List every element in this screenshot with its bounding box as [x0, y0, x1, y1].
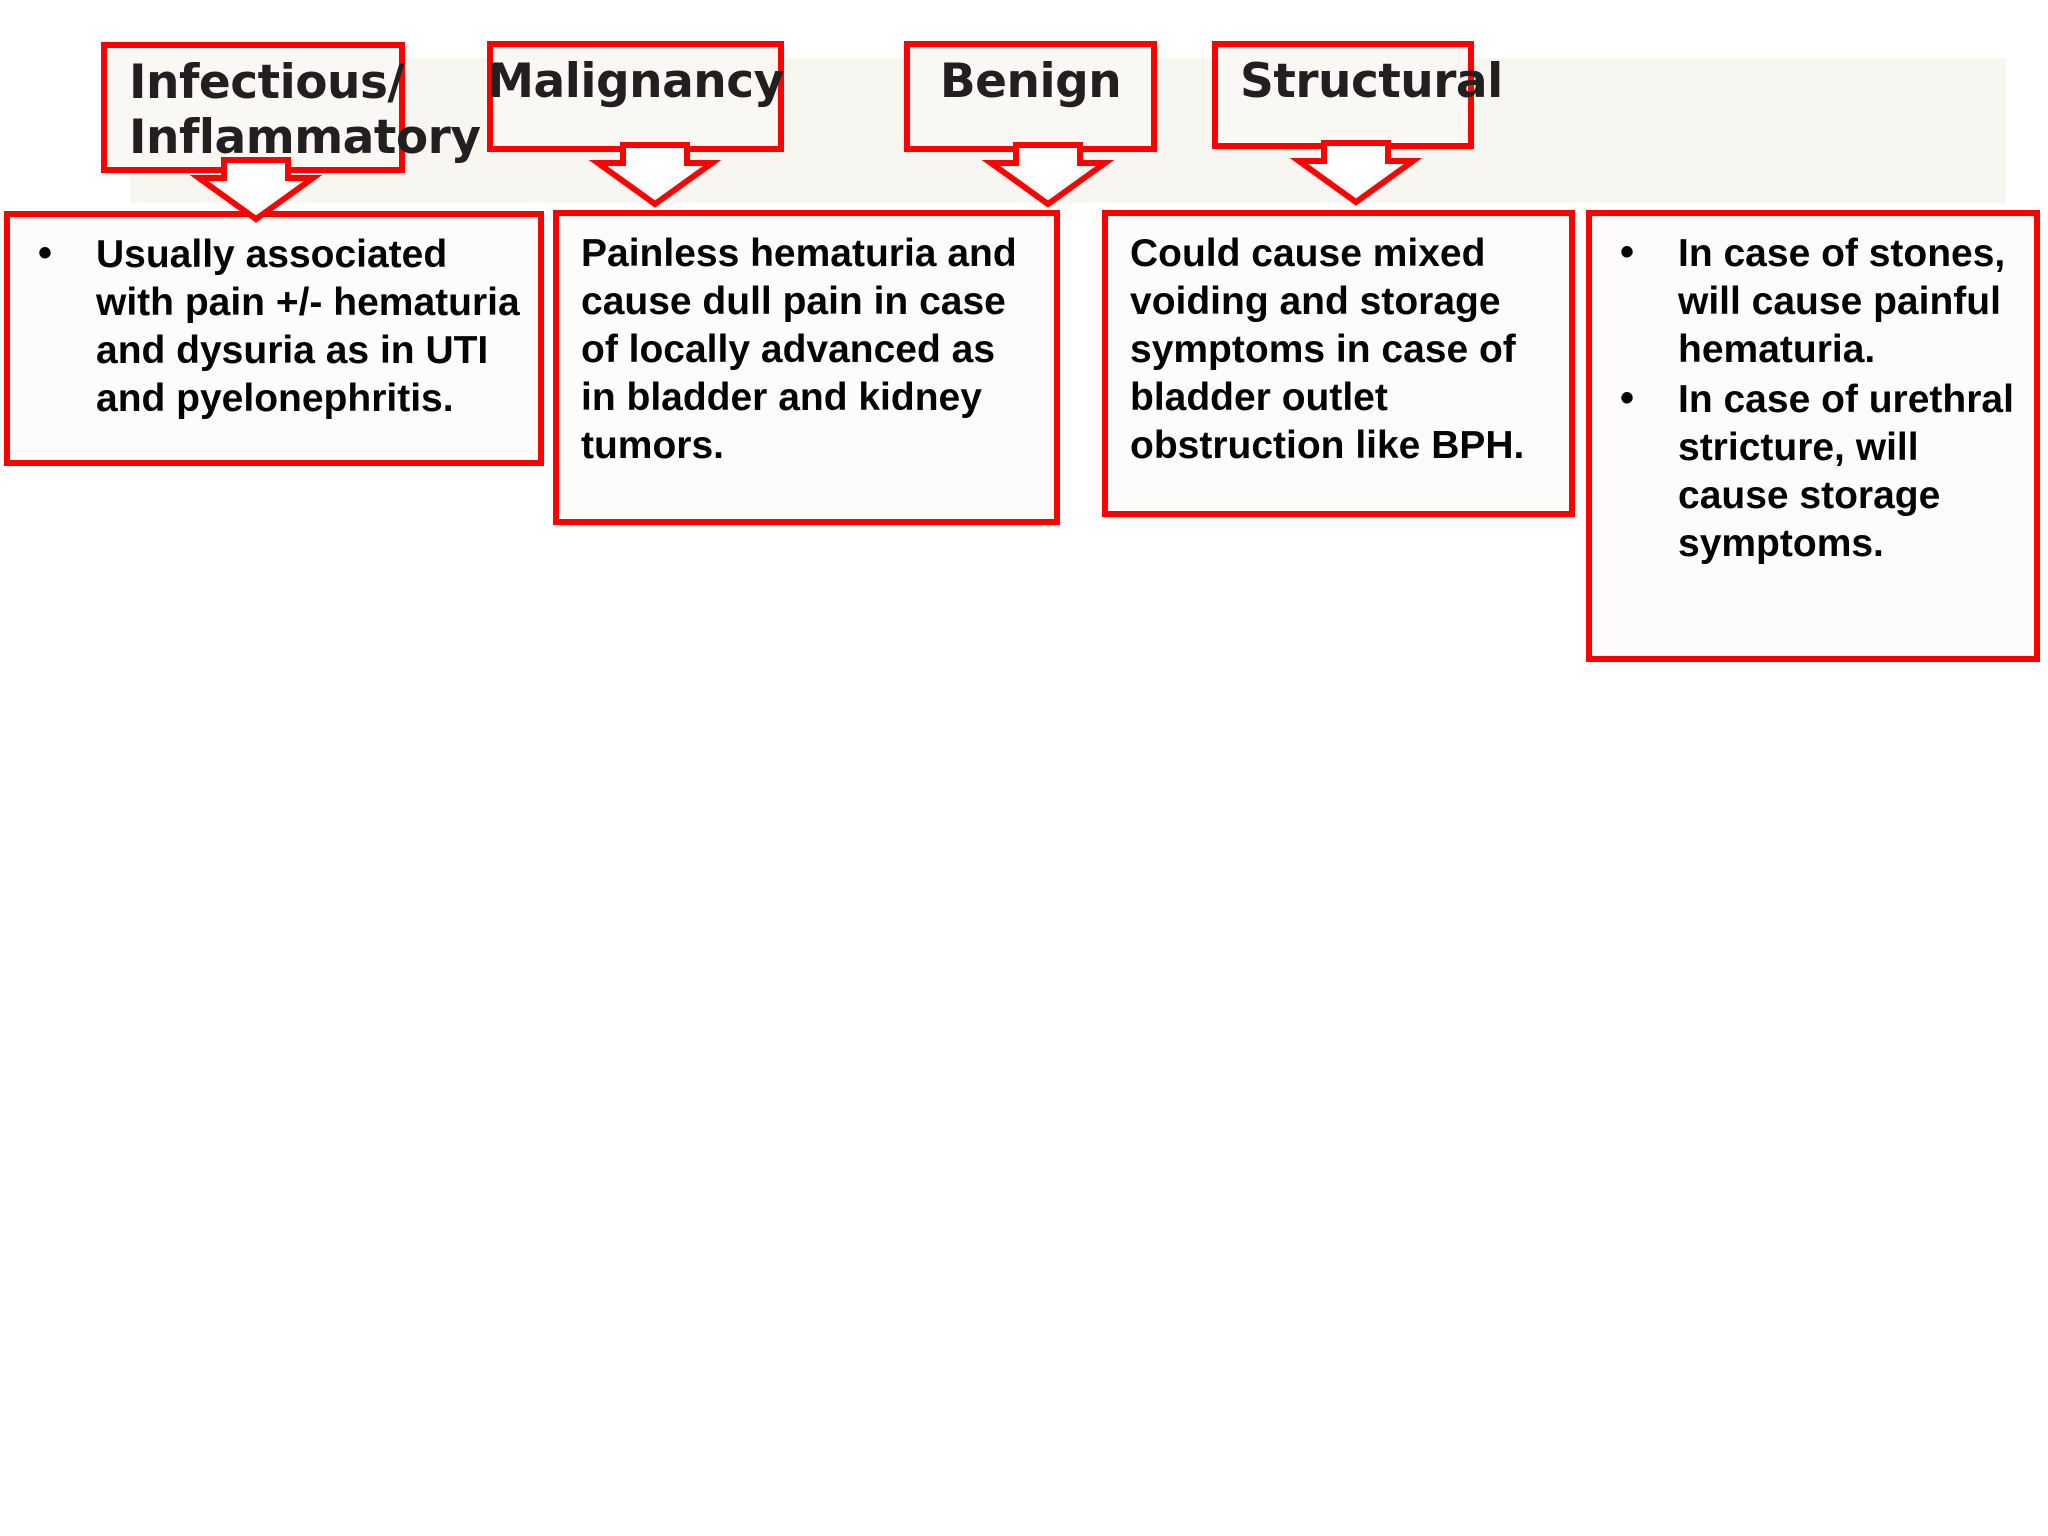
- down-arrow-icon-infectious: [189, 157, 323, 223]
- detail-text-benign: Could cause mixed voiding and storage sy…: [1130, 232, 1525, 467]
- detail-box-infectious[interactable]: Usually associated with pain +/- hematur…: [4, 211, 544, 466]
- detail-text-malignancy: Painless hematuria and cause dull pain i…: [581, 232, 1017, 467]
- category-label-benign: Benign: [939, 54, 1122, 109]
- detail-box-benign[interactable]: Could cause mixed voiding and storage sy…: [1102, 210, 1575, 517]
- list-item: In case of stones, will cause painful he…: [1602, 228, 2024, 374]
- category-label-structural: Structural: [1240, 54, 1503, 109]
- down-arrow-icon-structural: [1289, 140, 1423, 206]
- list-item: Usually associated with pain +/- hematur…: [20, 229, 528, 423]
- category-box-structural[interactable]: Structural: [1212, 41, 1503, 149]
- down-arrow-icon-malignancy: [588, 142, 722, 208]
- down-arrow-icon-benign: [981, 142, 1115, 208]
- category-box-malignancy[interactable]: Malignancy: [487, 41, 784, 152]
- category-label-infectious: Infectious/ Inflammatory: [129, 55, 481, 165]
- detail-box-structural[interactable]: In case of stones, will cause painful he…: [1586, 210, 2040, 662]
- detail-list-structural: In case of stones, will cause painful he…: [1602, 228, 2024, 568]
- detail-list-infectious: Usually associated with pain +/- hematur…: [20, 229, 528, 423]
- category-box-infectious[interactable]: Infectious/ Inflammatory: [101, 42, 481, 173]
- category-label-malignancy: Malignancy: [487, 54, 784, 109]
- list-item: In case of urethral stricture, will caus…: [1602, 374, 2024, 568]
- detail-box-malignancy[interactable]: Painless hematuria and cause dull pain i…: [553, 210, 1060, 525]
- category-box-benign[interactable]: Benign: [904, 41, 1157, 152]
